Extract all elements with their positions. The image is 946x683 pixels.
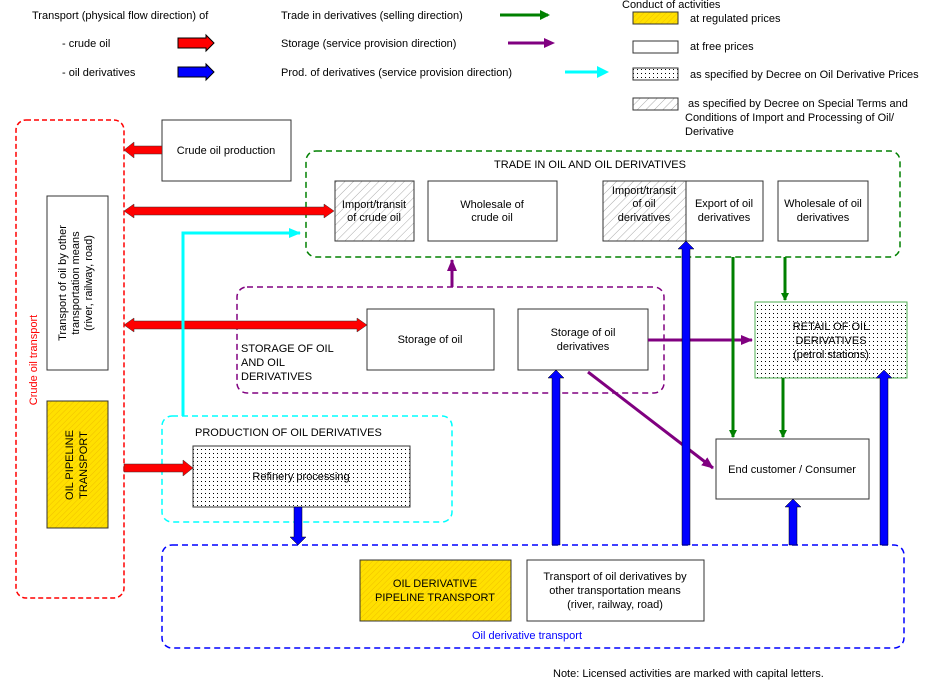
import-crude-line: Import/transit — [342, 199, 406, 211]
retail-line: (petrol stations) — [793, 349, 869, 361]
wholesale-crude-line: crude oil — [471, 212, 513, 224]
deriv-other-means-line: other transportation means — [549, 585, 681, 597]
legend-trade: Trade in derivatives (selling direction) — [281, 10, 463, 22]
blue-flow-arrow — [289, 506, 307, 546]
retail-line: RETAIL OF OIL — [793, 321, 869, 333]
crude-other-means-line: Transport of oil by other — [57, 225, 69, 341]
crude-oil-transport-group — [15, 119, 125, 599]
export-deriv-line: derivatives — [698, 212, 751, 224]
wholesale-deriv-box — [777, 180, 869, 242]
wholesale-deriv-line: derivatives — [797, 212, 850, 224]
storage-title-3: DERIVATIVES — [241, 371, 312, 383]
retail-box — [754, 301, 908, 379]
blue-arrow-icon — [177, 62, 215, 82]
storage-oil-label: Storage of oil — [398, 334, 463, 346]
import-crude-box — [334, 180, 415, 242]
end-customer-box — [715, 438, 870, 500]
production-title: PRODUCTION OF OIL DERIVATIVES — [195, 427, 382, 439]
crude-other-means-line: transportation means — [70, 231, 82, 335]
legend-regulated: at regulated prices — [690, 13, 781, 25]
legend-crude-oil: - crude oil — [62, 38, 110, 50]
deriv-other-means-box — [526, 559, 705, 622]
refinery-label: Refinery processing — [252, 471, 349, 483]
crude-production-box — [161, 119, 292, 182]
derivative-transport-label: Oil derivative transport — [472, 630, 582, 642]
legend-production: Prod. of derivatives (service provision … — [281, 67, 512, 79]
blue-flow-arrow — [875, 369, 893, 546]
wholesale-crude-line: Wholesale of — [460, 199, 525, 211]
red-flow-arrow — [123, 203, 335, 219]
red-flow-arrow — [123, 141, 163, 159]
red-flow-arrow — [123, 317, 368, 333]
legend-conduct-title: Conduct of activities — [622, 0, 721, 11]
red-flow-arrow — [123, 459, 194, 477]
blue-flow-arrow — [547, 369, 565, 546]
legend-decree-special-1: as specified by Decree on Special Terms … — [688, 98, 908, 110]
crude-oil-transport-label: Crude oil transport — [28, 315, 40, 406]
legend-decree-special-2: Conditions of Import and Processing of O… — [685, 112, 895, 124]
crude-other-means-line: (river, railway, road) — [83, 235, 95, 331]
refinery-box — [192, 445, 411, 508]
derivative-transport-group — [161, 544, 905, 649]
legend: Transport (physical flow direction) of -… — [32, 0, 919, 138]
legend-free: at free prices — [690, 41, 754, 53]
export-deriv-box — [685, 180, 764, 242]
cyan-arrowhead-icon — [597, 66, 609, 78]
crude-other-means-box — [46, 195, 109, 371]
free-swatch — [632, 40, 679, 54]
crude-production-label: Crude oil production — [177, 145, 275, 157]
legend-transport-title: Transport (physical flow direction) of — [32, 10, 209, 22]
trade-group — [305, 150, 901, 258]
legend-decree-special-3: Derivative — [685, 126, 734, 138]
storage-title-2: AND OIL — [241, 357, 285, 369]
deriv-pipeline-line: OIL DERIVATIVE — [393, 578, 477, 590]
oil-pipeline-line: TRANSPORT — [78, 431, 90, 499]
oil-pipeline-line: OIL PIPELINE — [64, 430, 76, 500]
import-crude-line: of crude oil — [347, 212, 401, 224]
wholesale-crude-box — [427, 180, 558, 242]
legend-storage: Storage (service provision direction) — [281, 38, 456, 50]
red-arrow-icon — [177, 33, 215, 53]
deriv-pipeline-box — [359, 559, 512, 622]
trade-title: TRADE IN OIL AND OIL DERIVATIVES — [494, 159, 686, 171]
decree-special-swatch — [632, 97, 679, 111]
deriv-other-means-line: (river, railway, road) — [567, 599, 663, 611]
retail-line: DERIVATIVES — [795, 335, 866, 347]
blue-flow-arrow — [677, 240, 695, 546]
export-deriv-line: Export of oil — [695, 198, 753, 210]
decree-prices-swatch — [632, 67, 679, 81]
storage-deriv-box — [517, 308, 649, 371]
storage-title-1: STORAGE OF OIL — [241, 343, 334, 355]
import-deriv-line: derivatives — [618, 212, 671, 224]
storage-oil-box — [366, 308, 495, 371]
storage-deriv-line: Storage of oil — [551, 327, 616, 339]
cyan-flow-arrow — [181, 228, 301, 416]
end-customer-label: End customer / Consumer — [728, 464, 856, 476]
storage-deriv-line: derivatives — [557, 341, 610, 353]
import-deriv-line: Import/transit — [612, 185, 676, 197]
deriv-pipeline-line: PIPELINE TRANSPORT — [375, 592, 495, 604]
regulated-swatch — [632, 11, 679, 25]
purple-flow-arrow — [587, 370, 714, 470]
wholesale-deriv-line: Wholesale of oil — [784, 198, 862, 210]
oil-pipeline-box — [46, 400, 109, 529]
legend-decree-prices: as specified by Decree on Oil Derivative… — [690, 69, 919, 81]
green-arrowhead-icon — [540, 10, 550, 20]
legend-oil-derivatives: - oil derivatives — [62, 67, 136, 79]
deriv-other-means-line: Transport of oil derivatives by — [543, 571, 687, 583]
blue-flow-arrow — [784, 498, 802, 546]
import-deriv-line: of oil — [632, 198, 655, 210]
note: Note: Licensed activities are marked wit… — [553, 668, 824, 680]
purple-arrowhead-icon — [544, 38, 555, 48]
